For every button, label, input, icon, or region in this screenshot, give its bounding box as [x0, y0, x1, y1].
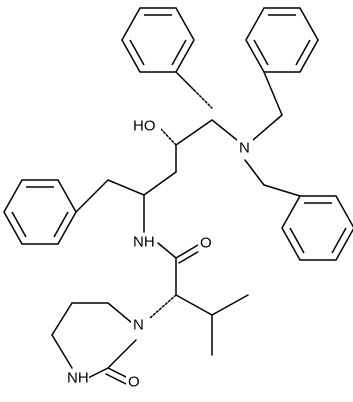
phenyl-ring-top	[121, 7, 195, 73]
ring-o-label: O	[128, 374, 140, 391]
amine-n-label: N	[239, 140, 250, 157]
stereo-wedges	[149, 127, 177, 319]
pyrimidinone-ring	[51, 302, 137, 385]
ring-nh-label: NH	[67, 370, 89, 387]
dibenzylamino	[211, 71, 301, 197]
hydroxyl-label: HO	[133, 118, 156, 135]
atom-labels: HO N NH O N NH O	[65, 116, 253, 391]
main-chain	[75, 71, 249, 356]
phenyl-ring-right-bottom	[281, 195, 353, 261]
ring-n-label: N	[133, 317, 144, 334]
phenyl-ring-left	[3, 179, 77, 245]
amide-nh-label: NH	[133, 234, 155, 251]
phenyl-ring-right-top	[245, 7, 319, 73]
amide-o-label: O	[200, 235, 212, 252]
